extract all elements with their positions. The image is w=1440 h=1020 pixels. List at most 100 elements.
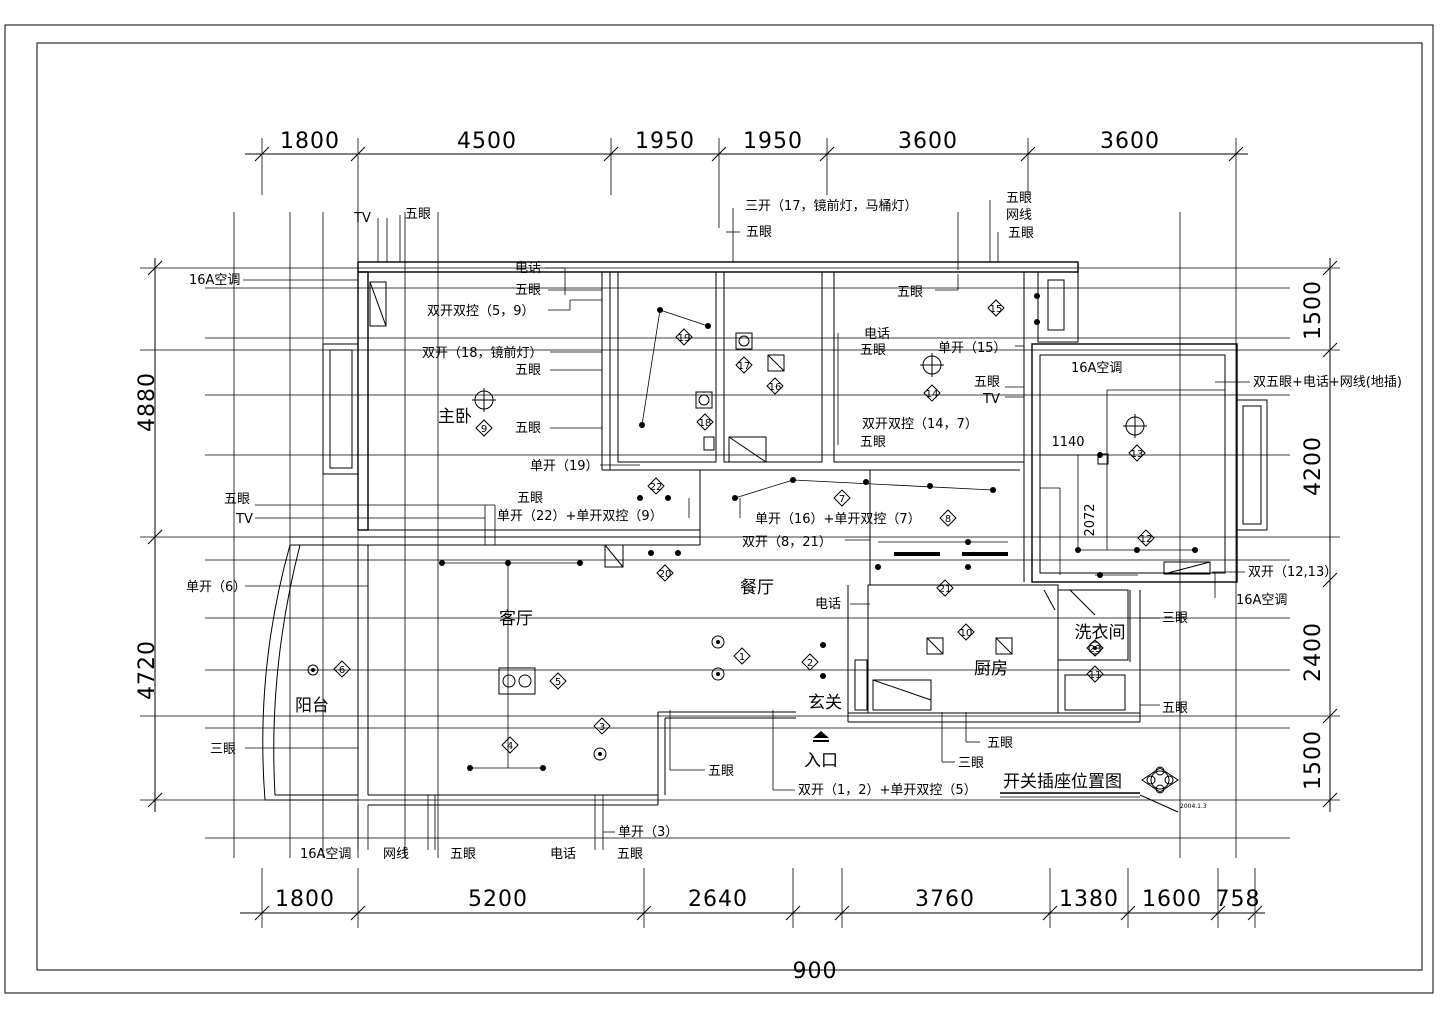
fixture-tag-5: 5 — [549, 672, 567, 690]
note-wuyan-master-1: 五眼 — [515, 283, 541, 298]
svg-text:20: 20 — [659, 569, 672, 580]
svg-text:23: 23 — [1089, 644, 1102, 655]
note-dual-8-21: 双开（8，21） — [742, 535, 832, 550]
svg-text:9: 9 — [481, 424, 487, 435]
fixture-tag-17: 17 — [735, 356, 753, 374]
annotation-notes: TV 五眼 16A空调 电话 五眼 双开双控（5，9） 双开（18，镜前灯） 五… — [186, 191, 1402, 862]
note-triple-17: 三开（17，镜前灯，马桶灯） — [745, 198, 918, 214]
fixture-tag-6: 6 — [333, 660, 351, 678]
fixture-tag-21: 21 — [936, 579, 954, 597]
title-compass-icon — [1141, 766, 1179, 794]
note-wuyan-master-2: 五眼 — [515, 363, 541, 378]
room-dining-room: 餐厅 — [740, 578, 774, 598]
room-master-bedroom: 主卧 — [438, 407, 472, 427]
room-entrance: 入口 — [804, 751, 838, 771]
dim-bottom-7: 758 — [1216, 887, 1261, 912]
svg-text:1: 1 — [739, 652, 745, 663]
ceiling-light-icon — [711, 667, 725, 681]
dim-bottom-3: 2640 — [688, 887, 748, 912]
note-wuyan-bedroom-right-4: 五眼 — [860, 435, 886, 450]
fixture-tag-18: 18 — [696, 413, 714, 431]
note-wuyan-right-1: 五眼 — [1006, 191, 1032, 206]
room-labels: 主卧 客厅 餐厅 阳台 玄关 入口 厨房 洗衣间 — [295, 407, 1126, 771]
note-single-3: 单开（3） — [618, 825, 678, 840]
note-single-19: 单开（19） — [530, 459, 599, 474]
dim-top-3: 1950 — [635, 129, 695, 154]
note-sanyan-right: 三眼 — [1162, 611, 1188, 626]
svg-text:18: 18 — [699, 418, 712, 429]
note-single-22: 单开（22）+单开双控（9） — [497, 509, 663, 524]
leader-lines — [243, 200, 1250, 850]
dim-right-1: 1500 — [1301, 280, 1326, 340]
note-phone-kitchen: 电话 — [815, 597, 841, 612]
light-fixtures — [307, 293, 1198, 771]
note-tv-top: TV — [353, 211, 371, 226]
note-sanyan-left: 三眼 — [210, 742, 236, 757]
note-dual-12-13: 双开（12,13） — [1248, 565, 1337, 580]
note-net-bottom: 网线 — [383, 847, 409, 862]
note-wuyan-top: 五眼 — [405, 207, 431, 222]
note-multi-floor: 双五眼+电话+网线(地插) — [1253, 375, 1402, 390]
note-dual-18: 双开（18，镜前灯） — [422, 345, 543, 361]
fixture-tag-14: 14 — [923, 384, 941, 402]
note-single-6: 单开（6） — [186, 580, 246, 595]
fixture-tag-22: 22 — [647, 477, 665, 495]
note-ac-right-2: 16A空调 — [1236, 593, 1287, 608]
dim-left-1: 4880 — [135, 372, 160, 432]
dim-right-4: 1500 — [1301, 730, 1326, 790]
note-wuyan-bath: 五眼 — [746, 225, 772, 240]
date-stamp: 2004.1.3 — [1180, 803, 1207, 810]
svg-text:11: 11 — [1089, 670, 1102, 681]
dim-bottom-2: 5200 — [468, 887, 528, 912]
entrance-arrow-icon — [813, 731, 829, 738]
dim-bottom-5: 1380 — [1059, 887, 1119, 912]
svg-text:12: 12 — [1140, 534, 1153, 545]
svg-text:8: 8 — [945, 514, 951, 525]
svg-text:15: 15 — [990, 304, 1003, 315]
outer-frame — [4, 24, 1434, 994]
room-laundry: 洗衣间 — [1075, 623, 1126, 643]
note-phone-bedroom-right: 电话 — [864, 327, 890, 342]
fixture-tag-19: 19 — [675, 328, 693, 346]
svg-text:5: 5 — [555, 677, 561, 688]
svg-text:6: 6 — [339, 665, 345, 676]
fixture-tag-11: 11 — [1086, 665, 1104, 683]
dimension-lines — [147, 146, 1338, 921]
svg-text:22: 22 — [650, 482, 663, 493]
note-wuyan-bedroom-right: 五眼 — [897, 285, 923, 300]
dim-left-2: 4720 — [135, 640, 160, 700]
note-wuyan-bedroom-right-3: 五眼 — [974, 375, 1000, 390]
dim-top-1: 1800 — [280, 129, 340, 154]
ceiling-light-icon — [593, 747, 607, 761]
svg-text:14: 14 — [926, 389, 939, 400]
fixture-tag-20: 20 — [656, 564, 674, 582]
note-single-15: 单开（15） — [938, 341, 1007, 356]
grid-lines — [140, 138, 1340, 928]
note-wuyan-bedroom-right-2: 五眼 — [860, 343, 886, 358]
fixture-tag-15: 15 — [987, 299, 1005, 317]
dim-right-3: 2400 — [1301, 622, 1326, 682]
note-single-16: 单开（16）+单开双控（7） — [755, 512, 921, 527]
fixture-tag-2: 2 — [801, 653, 819, 671]
note-phone-master: 电话 — [515, 261, 541, 276]
note-net-right: 网线 — [1006, 208, 1032, 223]
frame-number: 900 — [793, 959, 838, 984]
svg-text:17: 17 — [738, 361, 751, 372]
dim-top-4: 1950 — [743, 129, 803, 154]
note-wuyan-bottom-4: 五眼 — [617, 847, 643, 862]
fixture-tag-12: 12 — [1137, 529, 1155, 547]
ceiling-light-icon — [711, 635, 725, 649]
svg-text:19: 19 — [678, 333, 691, 344]
note-phone-bottom: 电话 — [550, 847, 576, 862]
fixture-tag-16: 16 — [766, 377, 784, 395]
fixture-numbers: 1 2 3 4 5 6 7 8 9 10 11 12 13 14 15 16 1… — [333, 299, 1155, 754]
note-wuyan-right-2: 五眼 — [1008, 226, 1034, 241]
ceiling-light-icon — [1088, 641, 1102, 655]
dim-bottom-1: 1800 — [275, 887, 335, 912]
svg-text:4: 4 — [507, 741, 513, 752]
fixture-tag-4: 4 — [501, 736, 519, 754]
dim-top-5: 3600 — [898, 129, 958, 154]
dim-bottom-6: 1600 — [1142, 887, 1202, 912]
note-dual-1-2: 双开（1，2）+单开双控（5） — [798, 783, 977, 798]
